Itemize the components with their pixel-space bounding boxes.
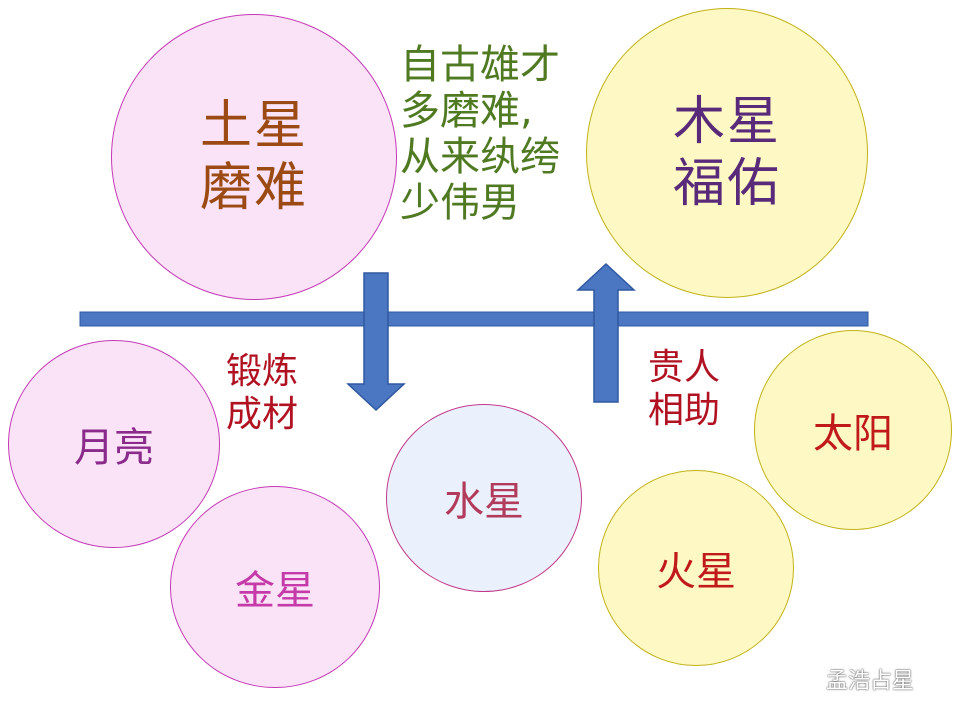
saturn-subtitle: 磨难 (199, 158, 308, 218)
tempering-line: 锻炼 (226, 351, 299, 392)
mercury-circle: 水星 (386, 404, 582, 592)
sun-label: 太阳 (813, 411, 893, 457)
mars-circle: 火星 (598, 470, 794, 666)
horizontal-divider (79, 311, 869, 327)
venus-circle: 金星 (170, 486, 380, 688)
up-arrow (576, 262, 636, 403)
saturn-circle: 土星 磨难 (111, 14, 397, 300)
poem-line: 少伟男 (400, 180, 520, 226)
down-arrow (346, 272, 406, 412)
jupiter-circle: 木星 福佑 (586, 8, 868, 298)
tempering-label: 锻炼 成材 (226, 350, 298, 436)
benefactor-line: 相助 (648, 390, 721, 432)
mars-label: 火星 (656, 549, 736, 595)
venus-label: 金星 (235, 568, 315, 614)
wechat-icon (787, 667, 818, 691)
poem-line: 自古雄才 (400, 42, 560, 88)
benefactor-label: 贵人 相助 (648, 346, 720, 432)
tempering-line: 成材 (226, 394, 299, 436)
benefactor-line: 贵人 (648, 347, 721, 388)
jupiter-title: 木星 (672, 91, 781, 152)
watermark: 孟浩占星 (786, 664, 914, 694)
jupiter-subtitle: 福佑 (672, 154, 781, 214)
sun-circle: 太阳 (754, 330, 952, 530)
watermark-text: 孟浩占星 (826, 669, 915, 694)
poem-text: 自古雄才 多磨难, 从来纨绔 少伟男 (400, 42, 560, 226)
poem-line: 多磨难, (400, 88, 533, 134)
saturn-title: 土星 (199, 95, 308, 156)
mercury-label: 水星 (444, 479, 524, 525)
poem-line: 从来纨绔 (400, 134, 560, 180)
moon-circle: 月亮 (8, 340, 220, 548)
moon-label: 月亮 (74, 425, 154, 471)
